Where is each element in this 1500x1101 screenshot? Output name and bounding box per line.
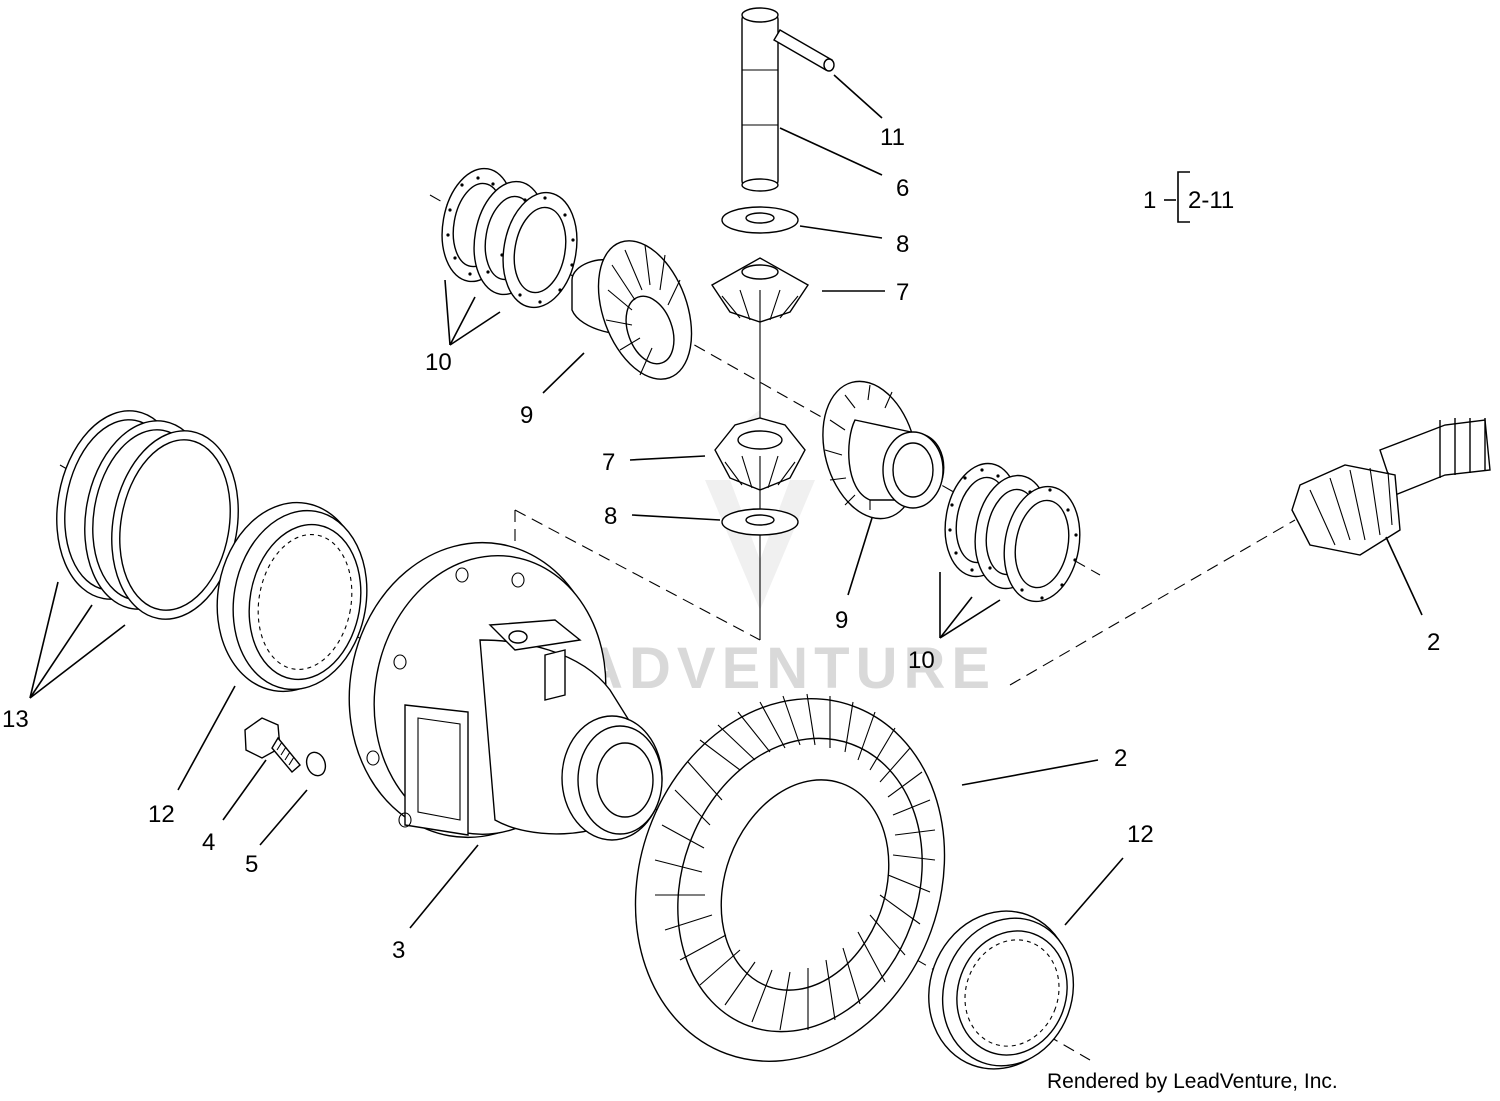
callout-10-right: 10 bbox=[908, 647, 935, 674]
callout-7-bottom: 7 bbox=[602, 449, 615, 476]
legend-part-range: 2-11 bbox=[1188, 187, 1234, 214]
callout-12-right: 12 bbox=[1127, 821, 1154, 848]
bearing-part-12-left bbox=[216, 501, 368, 693]
callout-labels: 11 6 8 7 10 9 7 8 9 10 2 13 12 4 5 3 2 1… bbox=[2, 124, 1440, 964]
roll-pin-part-11 bbox=[773, 29, 835, 72]
callout-11: 11 bbox=[880, 124, 905, 151]
callout-8-bottom: 8 bbox=[604, 503, 617, 530]
pinion-gear-part-7-top bbox=[710, 257, 810, 323]
callout-2-pinion: 2 bbox=[1427, 629, 1440, 656]
friction-plates-part-10-left bbox=[441, 167, 578, 309]
side-gear-part-9-right bbox=[822, 380, 945, 520]
callout-4: 4 bbox=[202, 829, 215, 856]
ring-gear-part-2 bbox=[634, 693, 946, 1062]
pinion-gear-part-7-bottom bbox=[714, 417, 806, 491]
callout-9-right: 9 bbox=[835, 607, 848, 634]
side-gear-part-9-left bbox=[571, 240, 693, 380]
legend-assembly-number: 1 bbox=[1143, 187, 1156, 214]
callout-13: 13 bbox=[2, 706, 29, 733]
assembly-legend: 1 2-11 bbox=[1143, 171, 1234, 223]
callout-8-top: 8 bbox=[896, 231, 909, 258]
render-credit: Rendered by LeadVenture, Inc. bbox=[1047, 1070, 1338, 1093]
callout-10-left: 10 bbox=[425, 349, 452, 376]
friction-plates-part-10-right bbox=[944, 462, 1081, 603]
thrust-washer-part-8-bottom bbox=[721, 508, 799, 536]
bolt-part-4 bbox=[244, 717, 301, 773]
callout-3: 3 bbox=[392, 937, 405, 964]
callout-12-left: 12 bbox=[148, 801, 175, 828]
leader-lines bbox=[29, 74, 1423, 929]
differential-case-part-3 bbox=[348, 541, 663, 841]
callout-5: 5 bbox=[245, 851, 258, 878]
callout-6: 6 bbox=[896, 175, 909, 202]
shim-set-part-13 bbox=[56, 410, 239, 620]
callout-7-top: 7 bbox=[896, 279, 909, 306]
bearing-part-12-right bbox=[928, 910, 1075, 1070]
cross-shaft-part-6 bbox=[741, 7, 779, 192]
pinion-shaft-part-2 bbox=[1291, 418, 1491, 556]
callout-9-left: 9 bbox=[520, 402, 533, 429]
lock-clip-part-5 bbox=[305, 751, 327, 777]
thrust-washer-part-8-top bbox=[721, 206, 799, 234]
callout-2-ring-gear: 2 bbox=[1114, 745, 1127, 772]
